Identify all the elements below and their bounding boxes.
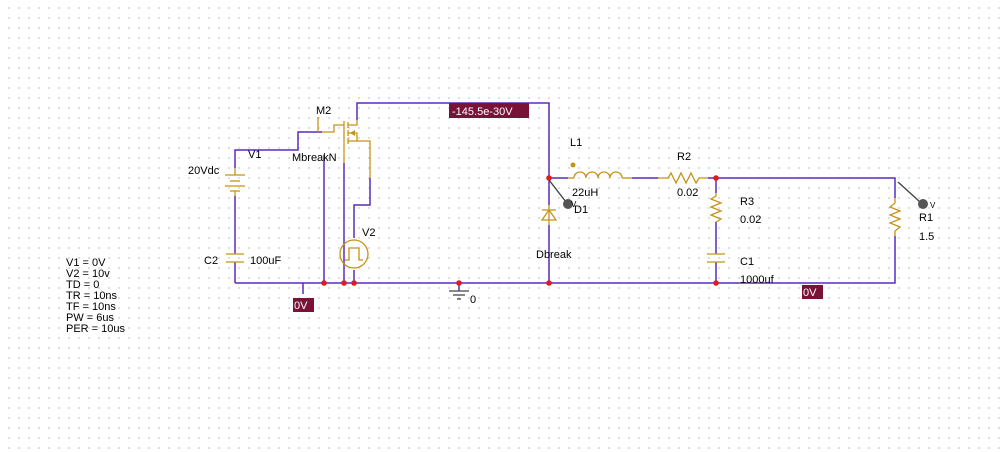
wires — [234, 102, 896, 294]
d1-ref-label: D1 — [574, 204, 588, 216]
c1-capacitor[interactable] — [707, 253, 725, 263]
r1-ref-label: R1 — [919, 212, 933, 224]
mosfet-m2[interactable] — [317, 117, 371, 178]
junction-dot — [321, 280, 327, 286]
r2-ref-label: R2 — [677, 151, 691, 163]
c2-capacitor[interactable] — [226, 253, 244, 263]
v2-parameter-block: V1 = 0V V2 = 10v TD = 0 TR = 10ns TF = 1… — [66, 257, 126, 335]
l1-ref-label: L1 — [570, 137, 582, 149]
l1-inductor[interactable] — [568, 162, 632, 179]
v2-param: TR = 10ns — [66, 290, 118, 302]
c2-value-label: 100uF — [250, 255, 281, 267]
mosfet-ref-label: M2 — [316, 105, 331, 117]
wire-r1-bottom[interactable] — [716, 236, 896, 284]
junction-dot — [546, 280, 552, 286]
v2-param: TD = 0 — [66, 279, 99, 291]
d1-model-label: Dbreak — [536, 249, 572, 261]
r2-resistor[interactable] — [658, 171, 708, 185]
r1-value-label: 1.5 — [919, 231, 934, 243]
junction-dot — [351, 280, 357, 286]
v2-param: PW = 6us — [66, 312, 114, 324]
c1-ref-label: C1 — [740, 256, 754, 268]
svg-text:0V: 0V — [803, 287, 817, 299]
junctions — [321, 175, 719, 286]
v2-param: V2 = 10v — [66, 268, 110, 280]
voltage-probe-d1[interactable] — [548, 179, 573, 209]
probe-mark-d1: V — [571, 200, 577, 209]
junction-dot — [713, 175, 719, 181]
probe-mark-r1: V — [930, 201, 936, 210]
v2-param: TF = 10ns — [66, 301, 116, 313]
r1-resistor[interactable] — [888, 198, 902, 236]
wire-v1-top[interactable] — [234, 131, 322, 168]
svg-text:-145.5e-30V: -145.5e-30V — [452, 106, 513, 118]
junction-dot — [713, 280, 719, 286]
v2-param: V1 = 0V — [66, 257, 106, 269]
d1-diode[interactable] — [540, 205, 558, 225]
c2-ref-label: C2 — [204, 255, 218, 267]
l1-value-label: 22uH — [572, 187, 598, 199]
wire-r2-r1[interactable] — [708, 177, 896, 198]
junction-dot — [456, 280, 462, 286]
r3-ref-label: R3 — [740, 196, 754, 208]
junction-dot — [341, 280, 347, 286]
voltage-marker-top[interactable]: -145.5e-30V — [449, 103, 529, 118]
v1-ref-label: V1 — [248, 149, 261, 161]
junction-dot — [546, 175, 552, 181]
r3-resistor[interactable] — [709, 193, 723, 223]
ground-symbol[interactable] — [449, 290, 469, 300]
v2-param: PER = 10us — [66, 323, 126, 335]
v2-pulse-source[interactable] — [339, 239, 369, 269]
component-labels: M2 MbreakN V1 20Vdc C2 100uF V2 L1 22uH … — [188, 105, 936, 306]
mosfet-model-label: MbreakN — [292, 152, 337, 164]
v1-value-label: 20Vdc — [188, 165, 220, 177]
wire-source-v2[interactable] — [353, 178, 371, 238]
v1-source[interactable] — [225, 168, 245, 196]
r2-value-label: 0.02 — [677, 187, 698, 199]
c1-value-label: 1000uf — [740, 274, 775, 286]
r3-value-label: 0.02 — [740, 214, 761, 226]
ground-label: 0 — [470, 294, 476, 306]
voltage-marker-right-bottom[interactable]: 0V — [802, 285, 823, 299]
voltage-marker-left-bottom[interactable]: 0V — [293, 298, 314, 312]
voltage-probe-r1[interactable] — [897, 181, 928, 209]
v2-ref-label: V2 — [362, 227, 375, 239]
svg-text:0V: 0V — [294, 300, 308, 312]
